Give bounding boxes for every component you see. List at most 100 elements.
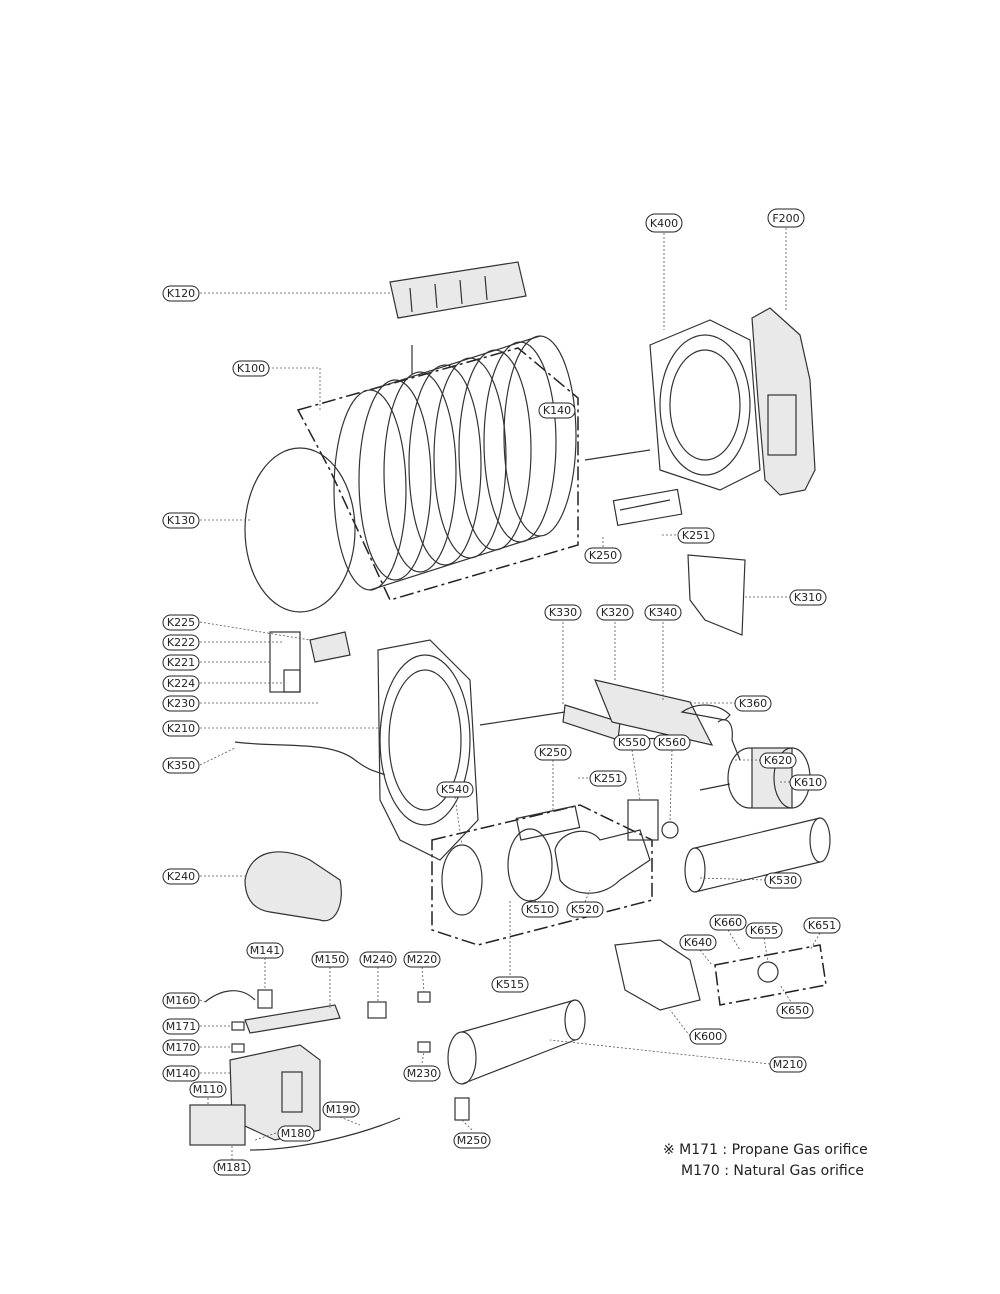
drum-group-outline [296,347,579,601]
callout-m110: M110 [189,1081,227,1098]
svg-text:K350: K350 [167,759,195,772]
callout-k240: K240 [162,868,200,885]
svg-text:K250: K250 [589,549,617,562]
k340-part [680,704,731,721]
svg-text:M240: M240 [363,953,394,966]
m210-burner-tube-part [447,999,586,1085]
m141-part [257,989,273,1009]
k120-duct-part [389,261,527,319]
svg-text:K230: K230 [167,697,195,710]
k350-harness-part [234,741,386,776]
svg-text:K224: K224 [167,677,195,690]
callout-m180: M180 [277,1125,315,1142]
svg-text:K330: K330 [549,606,577,619]
svg-text:F200: F200 [772,212,799,225]
callout-m230: M230 [403,1065,441,1082]
svg-text:K240: K240 [167,870,195,883]
m170-orifice-part [231,1043,245,1053]
callout-m140: M140 [162,1065,200,1082]
svg-text:K530: K530 [769,874,797,887]
svg-text:K520: K520 [571,903,599,916]
blower-group-outline [431,804,653,946]
svg-text:K140: K140 [543,404,571,417]
svg-text:K640: K640 [684,936,712,949]
svg-text:K560: K560 [658,736,686,749]
callout-k610: K610 [789,774,827,791]
callout-m220: M220 [403,951,441,968]
callout-k651: K651 [803,917,841,934]
svg-text:K100: K100 [237,362,265,375]
callout-k130: K130 [162,512,200,529]
callout-k120: K120 [162,285,200,302]
callout-k330: K330 [544,604,582,621]
k620-clip-part [717,719,741,761]
callout-m250: M250 [453,1132,491,1149]
callout-m181: M181 [213,1159,251,1176]
callout-k350: K350 [162,757,200,774]
svg-text:K660: K660 [714,916,742,929]
k540-seal-part [441,844,483,916]
svg-text:M141: M141 [250,944,281,957]
k310-lint-filter-part [687,554,746,636]
svg-text:M190: M190 [326,1103,357,1116]
svg-text:K400: K400 [650,217,678,230]
callout-f200: F200 [767,208,805,228]
callout-k660: K660 [709,914,747,931]
svg-text:K310: K310 [794,591,822,604]
svg-text:M250: M250 [457,1134,488,1147]
k530-exhaust-tube-part [684,817,831,893]
k550-switch-part [627,799,659,841]
callout-k230: K230 [162,695,200,712]
callout-k250-mid: K250 [534,744,572,761]
callout-k251-mid: K251 [589,770,627,787]
svg-text:M150: M150 [315,953,346,966]
svg-text:K320: K320 [601,606,629,619]
callout-k310: K310 [789,589,827,606]
callout-m240: M240 [359,951,397,968]
svg-text:K655: K655 [750,924,778,937]
k130-drum-seal-part [244,447,356,613]
m110-gas-valve-part [189,1104,246,1146]
k400-rear-bulkhead-part [649,319,761,491]
svg-text:M140: M140 [166,1067,197,1080]
callout-m160: M160 [162,992,200,1009]
svg-text:K620: K620 [764,754,792,767]
callout-k140: K140 [538,402,576,419]
callout-k655: K655 [745,922,783,939]
svg-text:K251: K251 [682,529,710,542]
m171-orifice-part [231,1021,245,1031]
m220-part [417,991,431,1003]
svg-text:K250: K250 [539,746,567,759]
m240-part [367,1001,387,1019]
k140-drum-part [333,335,577,591]
k510-impeller-part [507,828,553,902]
svg-text:M171: M171 [166,1020,197,1033]
callout-k225: K225 [162,614,200,631]
k320-lint-cover-part [594,679,714,746]
callout-k222: K222 [162,634,200,651]
svg-text:K221: K221 [167,656,195,669]
m150-bracket-part [244,1004,341,1034]
callout-k224: K224 [162,675,200,692]
k250-mid-bracket-part [515,805,581,841]
callout-k540: K540 [436,781,474,798]
callout-k560: K560 [653,734,691,751]
callout-m141: M141 [246,942,284,959]
callout-k251-top: K251 [677,527,715,544]
m190-tube-part [249,1117,401,1151]
k560-part [661,821,679,839]
svg-text:M180: M180 [281,1127,312,1140]
svg-text:M160: M160 [166,994,197,1007]
callout-k210: K210 [162,720,200,737]
svg-text:M110: M110 [193,1083,224,1096]
svg-text:K251: K251 [594,772,622,785]
note-natural-gas-orifice: M170 : Natural Gas orifice [681,1163,865,1179]
svg-text:K550: K550 [618,736,646,749]
k650-pulley-part [757,961,779,983]
callout-k250-top: K250 [584,547,622,564]
k250-bracket-part [612,488,683,527]
svg-text:K610: K610 [794,776,822,789]
callout-m190: M190 [322,1101,360,1118]
